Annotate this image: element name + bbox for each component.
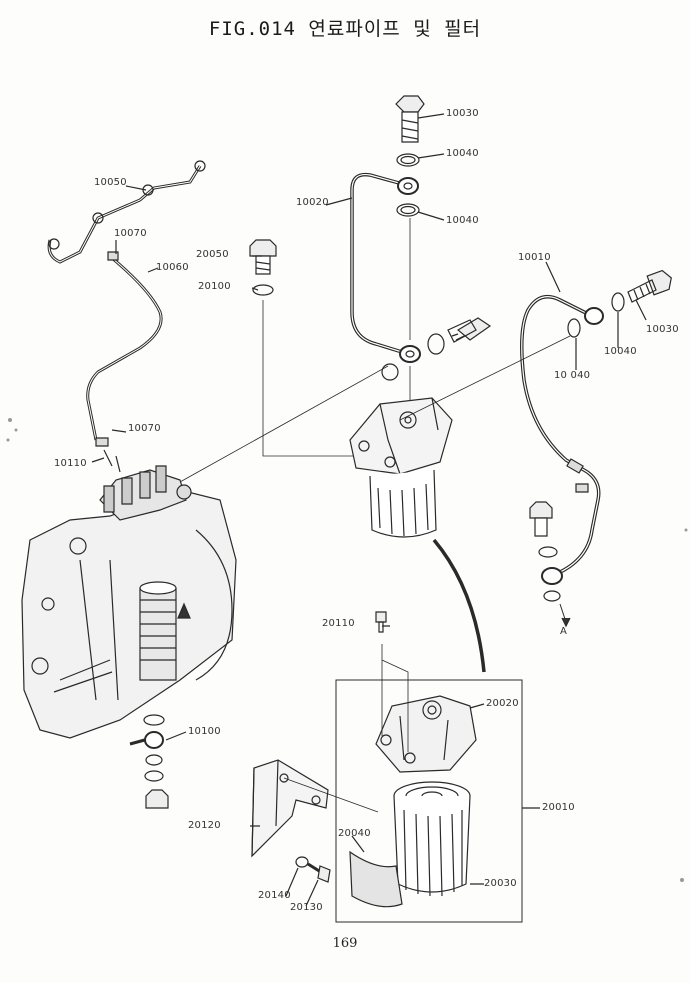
label-20140: 20140 [258, 890, 291, 901]
washer-top-2 [397, 204, 419, 216]
washer-center [428, 334, 444, 354]
bracket-20120 [252, 760, 328, 856]
label-10030-right: 10030 [646, 324, 679, 335]
label-10030-top: 10030 [446, 108, 479, 119]
filter-wrench-20040 [350, 852, 402, 907]
bolt-20130 [308, 864, 330, 882]
page-number: 169 [332, 936, 358, 951]
label-10110: 10110 [54, 458, 87, 469]
label-20030: 20030 [484, 878, 517, 889]
label-10050: 10050 [94, 177, 127, 188]
label-10010: 10010 [518, 252, 551, 263]
fuel-pipe-10020 [352, 175, 410, 352]
label-10040-a: 10040 [446, 148, 479, 159]
hex-nut-lower-left [146, 790, 168, 808]
label-10040-c: 10040 [604, 346, 637, 357]
label-arrow-a: A [560, 626, 568, 637]
label-10070-top: 10070 [114, 228, 147, 239]
label-20120: 20120 [188, 820, 221, 831]
fuel-pipe-10060 [88, 258, 161, 440]
label-20110: 20110 [322, 618, 355, 629]
label-20010: 20010 [542, 802, 575, 813]
banjo-bolt-lower-right [530, 502, 552, 536]
label-20100: 20100 [198, 281, 231, 292]
injection-pump [22, 466, 236, 738]
banjo-bolt-top [396, 96, 424, 142]
figure-title: FIG.014 연료파이프 및 필터 [208, 18, 482, 40]
label-20040: 20040 [338, 828, 371, 839]
washer-right-1 [612, 293, 624, 311]
label-10060: 10060 [156, 262, 189, 273]
air-vent-bolt-20050 [250, 240, 276, 274]
exploded-arrow [434, 540, 484, 672]
label-10070-bottom: 10070 [128, 423, 161, 434]
washer-right-2 [568, 319, 580, 337]
label-10040-d: 10 040 [554, 370, 591, 381]
label-10020: 10020 [296, 197, 329, 208]
washer-20140 [296, 857, 308, 867]
label-20020: 20020 [486, 698, 519, 709]
fuel-pipe-10010 [522, 297, 599, 574]
filter-head-20020 [376, 696, 476, 772]
washer-top-1 [397, 154, 419, 166]
scan-speckles [6, 418, 688, 882]
label-20130: 20130 [290, 902, 323, 913]
washer-20100 [253, 285, 273, 295]
label-20050: 20050 [196, 249, 229, 260]
banjo-bolt-right [628, 268, 675, 302]
vent-screw-20110 [376, 612, 386, 632]
filter-cartridge-20030 [394, 782, 470, 896]
filter-box-outline [336, 680, 522, 922]
hex-fitting-center [448, 318, 490, 342]
label-10100: 10100 [188, 726, 221, 737]
label-10040-b: 10040 [446, 215, 479, 226]
banjo-fitting-10100 [130, 732, 163, 748]
fuel-filter-assembly-upper [350, 398, 452, 537]
